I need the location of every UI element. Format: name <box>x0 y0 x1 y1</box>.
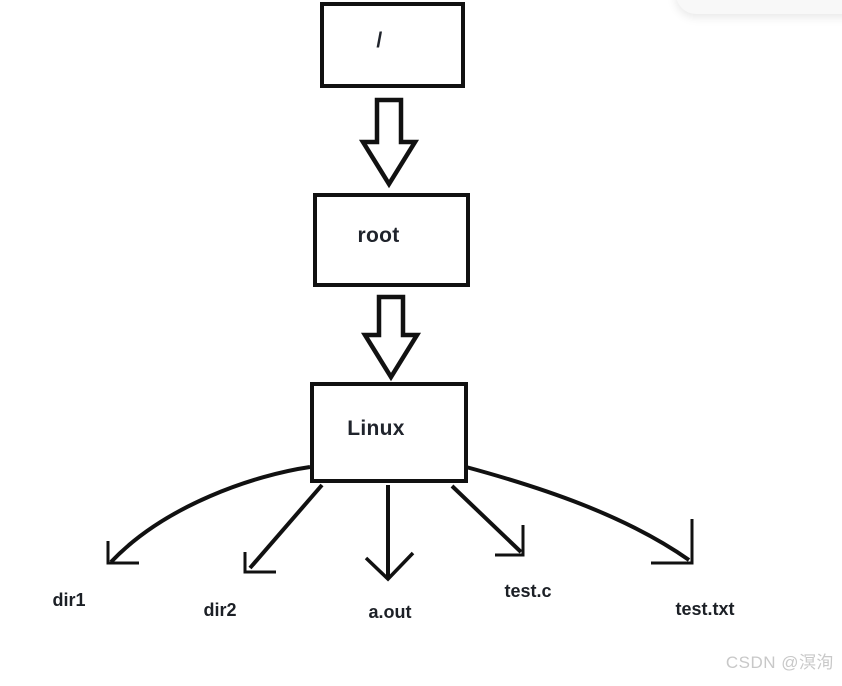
arrowhead-dir1-icon <box>106 541 139 565</box>
leaf-label-testtxt: test.txt <box>675 599 735 619</box>
leaf-label-dir1: dir1 <box>52 590 86 610</box>
csdn-watermark: CSDN @溟洵 <box>725 653 834 672</box>
block-arrow-slash-to-root-icon <box>358 97 420 189</box>
arrow-linux-to-testtxt <box>465 465 691 562</box>
node-linux-label: Linux <box>347 416 405 440</box>
node-slash: / <box>320 2 465 88</box>
arrow-linux-to-dir1 <box>109 465 311 564</box>
node-linux: Linux <box>310 382 468 483</box>
leaf-label-aout: a.out <box>368 602 412 622</box>
arrowhead-testtxt-icon <box>651 519 694 565</box>
arrowhead-testc-icon <box>495 525 525 557</box>
leaf-label-testc: test.c <box>504 581 552 601</box>
arrowhead-aout-icon <box>364 551 415 582</box>
node-root: root <box>313 193 470 287</box>
block-arrow-root-to-linux-icon <box>360 294 422 382</box>
node-slash-label: / <box>376 29 383 52</box>
node-root-label: root <box>357 224 400 247</box>
arrow-linux-to-dir2 <box>248 483 324 570</box>
arrowhead-dir2-icon <box>243 552 276 574</box>
arrow-linux-to-testc <box>450 484 523 554</box>
top-right-card-edge <box>676 0 842 14</box>
leaf-label-dir2: dir2 <box>203 600 237 620</box>
